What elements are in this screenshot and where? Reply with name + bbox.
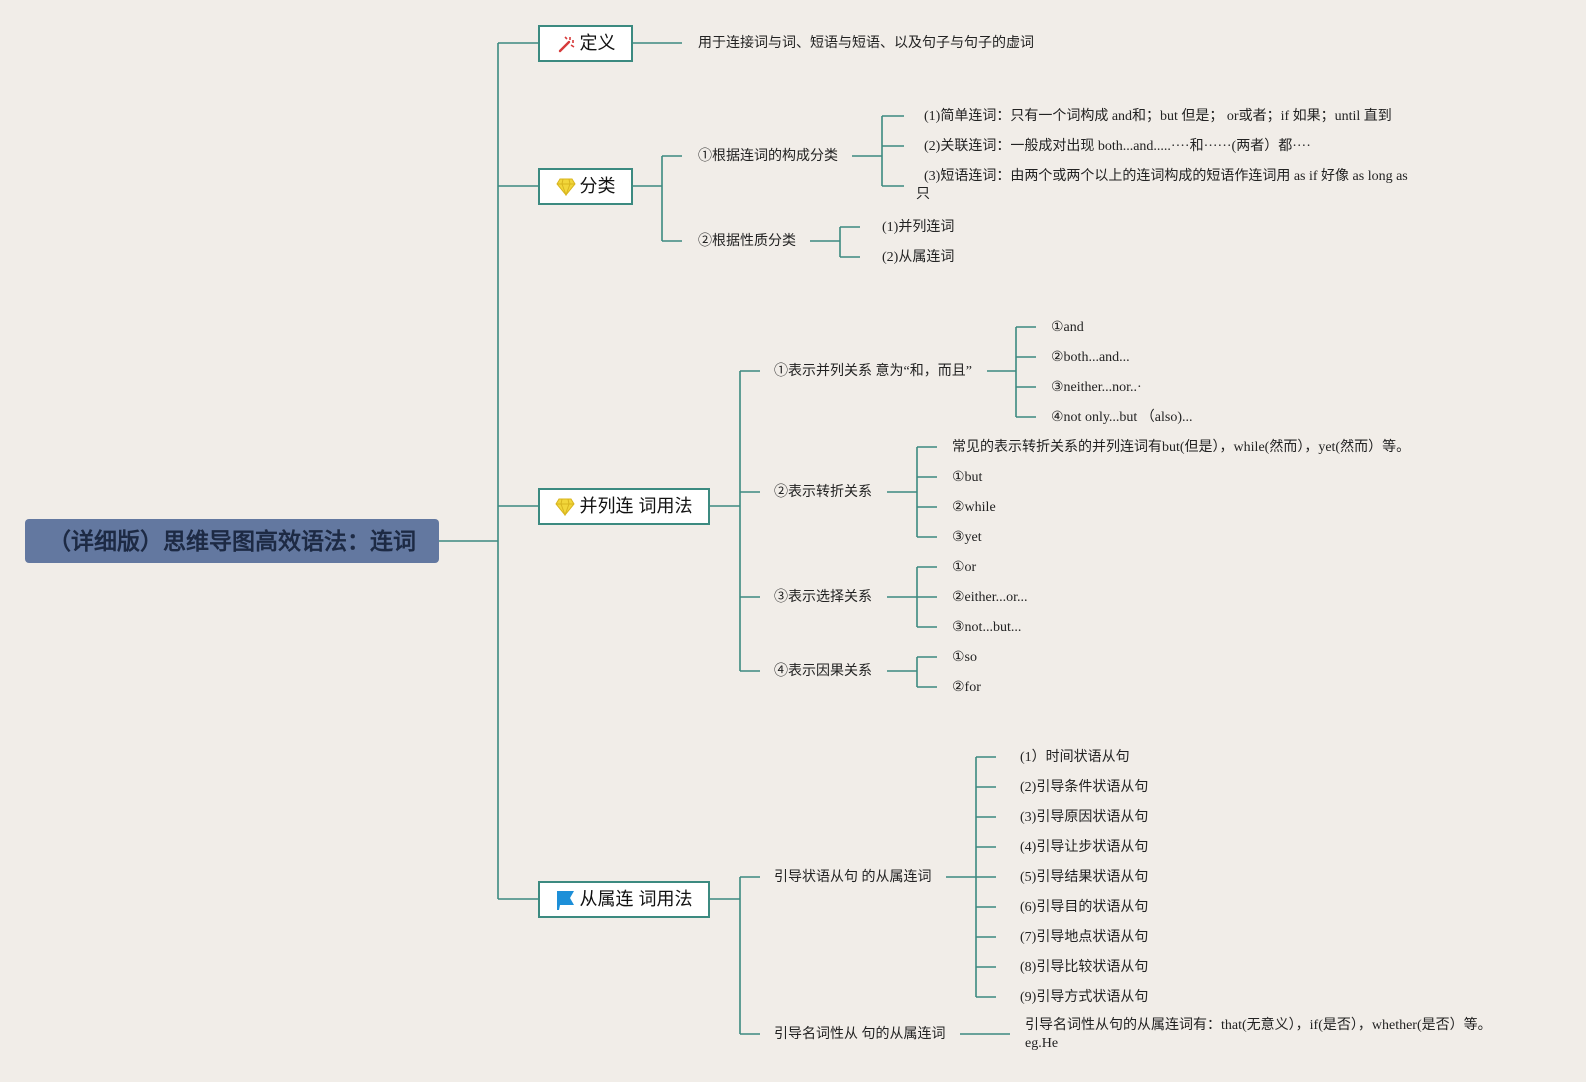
magic-wand-icon <box>558 35 574 52</box>
class-group-nature[interactable]: ②根据性质分类 <box>698 234 796 249</box>
coord-item[interactable]: ①or <box>952 560 977 575</box>
coord-item[interactable]: ③yet <box>952 530 982 545</box>
coord-item[interactable]: ②while <box>952 500 996 515</box>
sub-item[interactable]: (7)引导地点状语从句 <box>1020 930 1149 945</box>
class-item[interactable]: (1)并列连词 <box>882 220 955 235</box>
sub-item[interactable]: (4)引导让步状语从句 <box>1020 840 1149 855</box>
connector-sub-g1 <box>946 756 996 998</box>
class-item[interactable]: (3)短语连词：由两个或两个以上的连词构成的短语作连词用 as if 好像 as… <box>916 169 1408 202</box>
sub-item[interactable]: (1）时间状语从句 <box>1020 750 1130 765</box>
branch-coordinating[interactable]: 并列连 词用法 <box>538 488 710 525</box>
coord-group-choice[interactable]: ③表示选择关系 <box>774 590 872 605</box>
coord-item[interactable]: ②for <box>952 680 981 695</box>
class-group-composition[interactable]: ①根据连词的构成分类 <box>698 149 838 164</box>
coord-item[interactable]: 常见的表示转折关系的并列连词有but(但是），while(然而），yet(然而）… <box>952 440 1411 455</box>
class-item[interactable]: (1)简单连词：只有一个词构成 and和；but 但是； or或者；if 如果；… <box>924 109 1392 124</box>
branch-coordinating-label: 并列连 词用法 <box>579 496 693 516</box>
diamond-icon <box>555 178 576 196</box>
connector-coord-g4 <box>887 656 937 688</box>
sub-item[interactable]: (6)引导目的状语从句 <box>1020 900 1149 915</box>
coord-item[interactable]: ②both...and... <box>1051 350 1130 365</box>
coord-item[interactable]: ①but <box>952 470 983 485</box>
branch-subordinating-label: 从属连 词用法 <box>579 889 693 909</box>
definition-text[interactable]: 用于连接词与词、短语与短语、以及句子与句子的虚词 <box>698 36 1034 51</box>
class-item[interactable]: (2)从属连词 <box>882 250 955 265</box>
branch-definition[interactable]: 定义 <box>538 25 633 62</box>
connector-sub-trunk <box>710 876 760 1035</box>
connector-coord-trunk <box>710 370 760 672</box>
sub-group-nominal[interactable]: 引导名词性从 句的从属连词 <box>774 1027 946 1042</box>
coord-item[interactable]: ①so <box>952 650 977 665</box>
branch-classification[interactable]: 分类 <box>538 168 633 205</box>
coord-group-cause[interactable]: ④表示因果关系 <box>774 664 872 679</box>
coord-item[interactable]: ③not...but... <box>952 620 1022 635</box>
coord-group-contrast[interactable]: ②表示转折关系 <box>774 485 872 500</box>
sub-item[interactable]: (5)引导结果状语从句 <box>1020 870 1149 885</box>
sub-item[interactable]: (8)引导比较状语从句 <box>1020 960 1149 975</box>
coord-item[interactable]: ①and <box>1051 320 1084 335</box>
diamond-icon <box>555 498 576 516</box>
sub-item[interactable]: 引导名词性从句的从属连词有：that(无意义），if(是否），whether(是… <box>1025 1018 1492 1051</box>
branch-subordinating[interactable]: 从属连 词用法 <box>538 881 710 918</box>
coord-item[interactable]: ②either...or... <box>952 590 1028 605</box>
coord-item[interactable]: ④not only...but （also)... <box>1051 410 1193 425</box>
coord-item[interactable]: ③neither...nor..· <box>1051 380 1142 395</box>
connector-coord-g1 <box>987 326 1036 418</box>
connector-class-trunk <box>633 155 682 242</box>
connector-coord-g2 <box>887 446 937 538</box>
connector-class-g2 <box>810 226 860 258</box>
branch-classification-label: 分类 <box>579 176 616 196</box>
sub-group-adverbial[interactable]: 引导状语从句 的从属连词 <box>774 870 932 885</box>
class-item[interactable]: (2)关联连词：一般成对出现 both...and.....····和·····… <box>924 139 1311 154</box>
branch-definition-label: 定义 <box>579 33 616 53</box>
sub-item[interactable]: (2)引导条件状语从句 <box>1020 780 1149 795</box>
sub-item[interactable]: (9)引导方式状语从句 <box>1020 990 1149 1005</box>
sub-item[interactable]: (3)引导原因状语从句 <box>1020 810 1149 825</box>
flag-icon <box>557 890 575 910</box>
connector-coord-g3 <box>887 566 937 628</box>
coord-group-parallel[interactable]: ①表示并列关系 意为“和，而且” <box>774 364 972 379</box>
connector-class-g1 <box>852 115 904 187</box>
root-topic[interactable]: （详细版）思维导图高效语法：连词 <box>25 519 439 563</box>
